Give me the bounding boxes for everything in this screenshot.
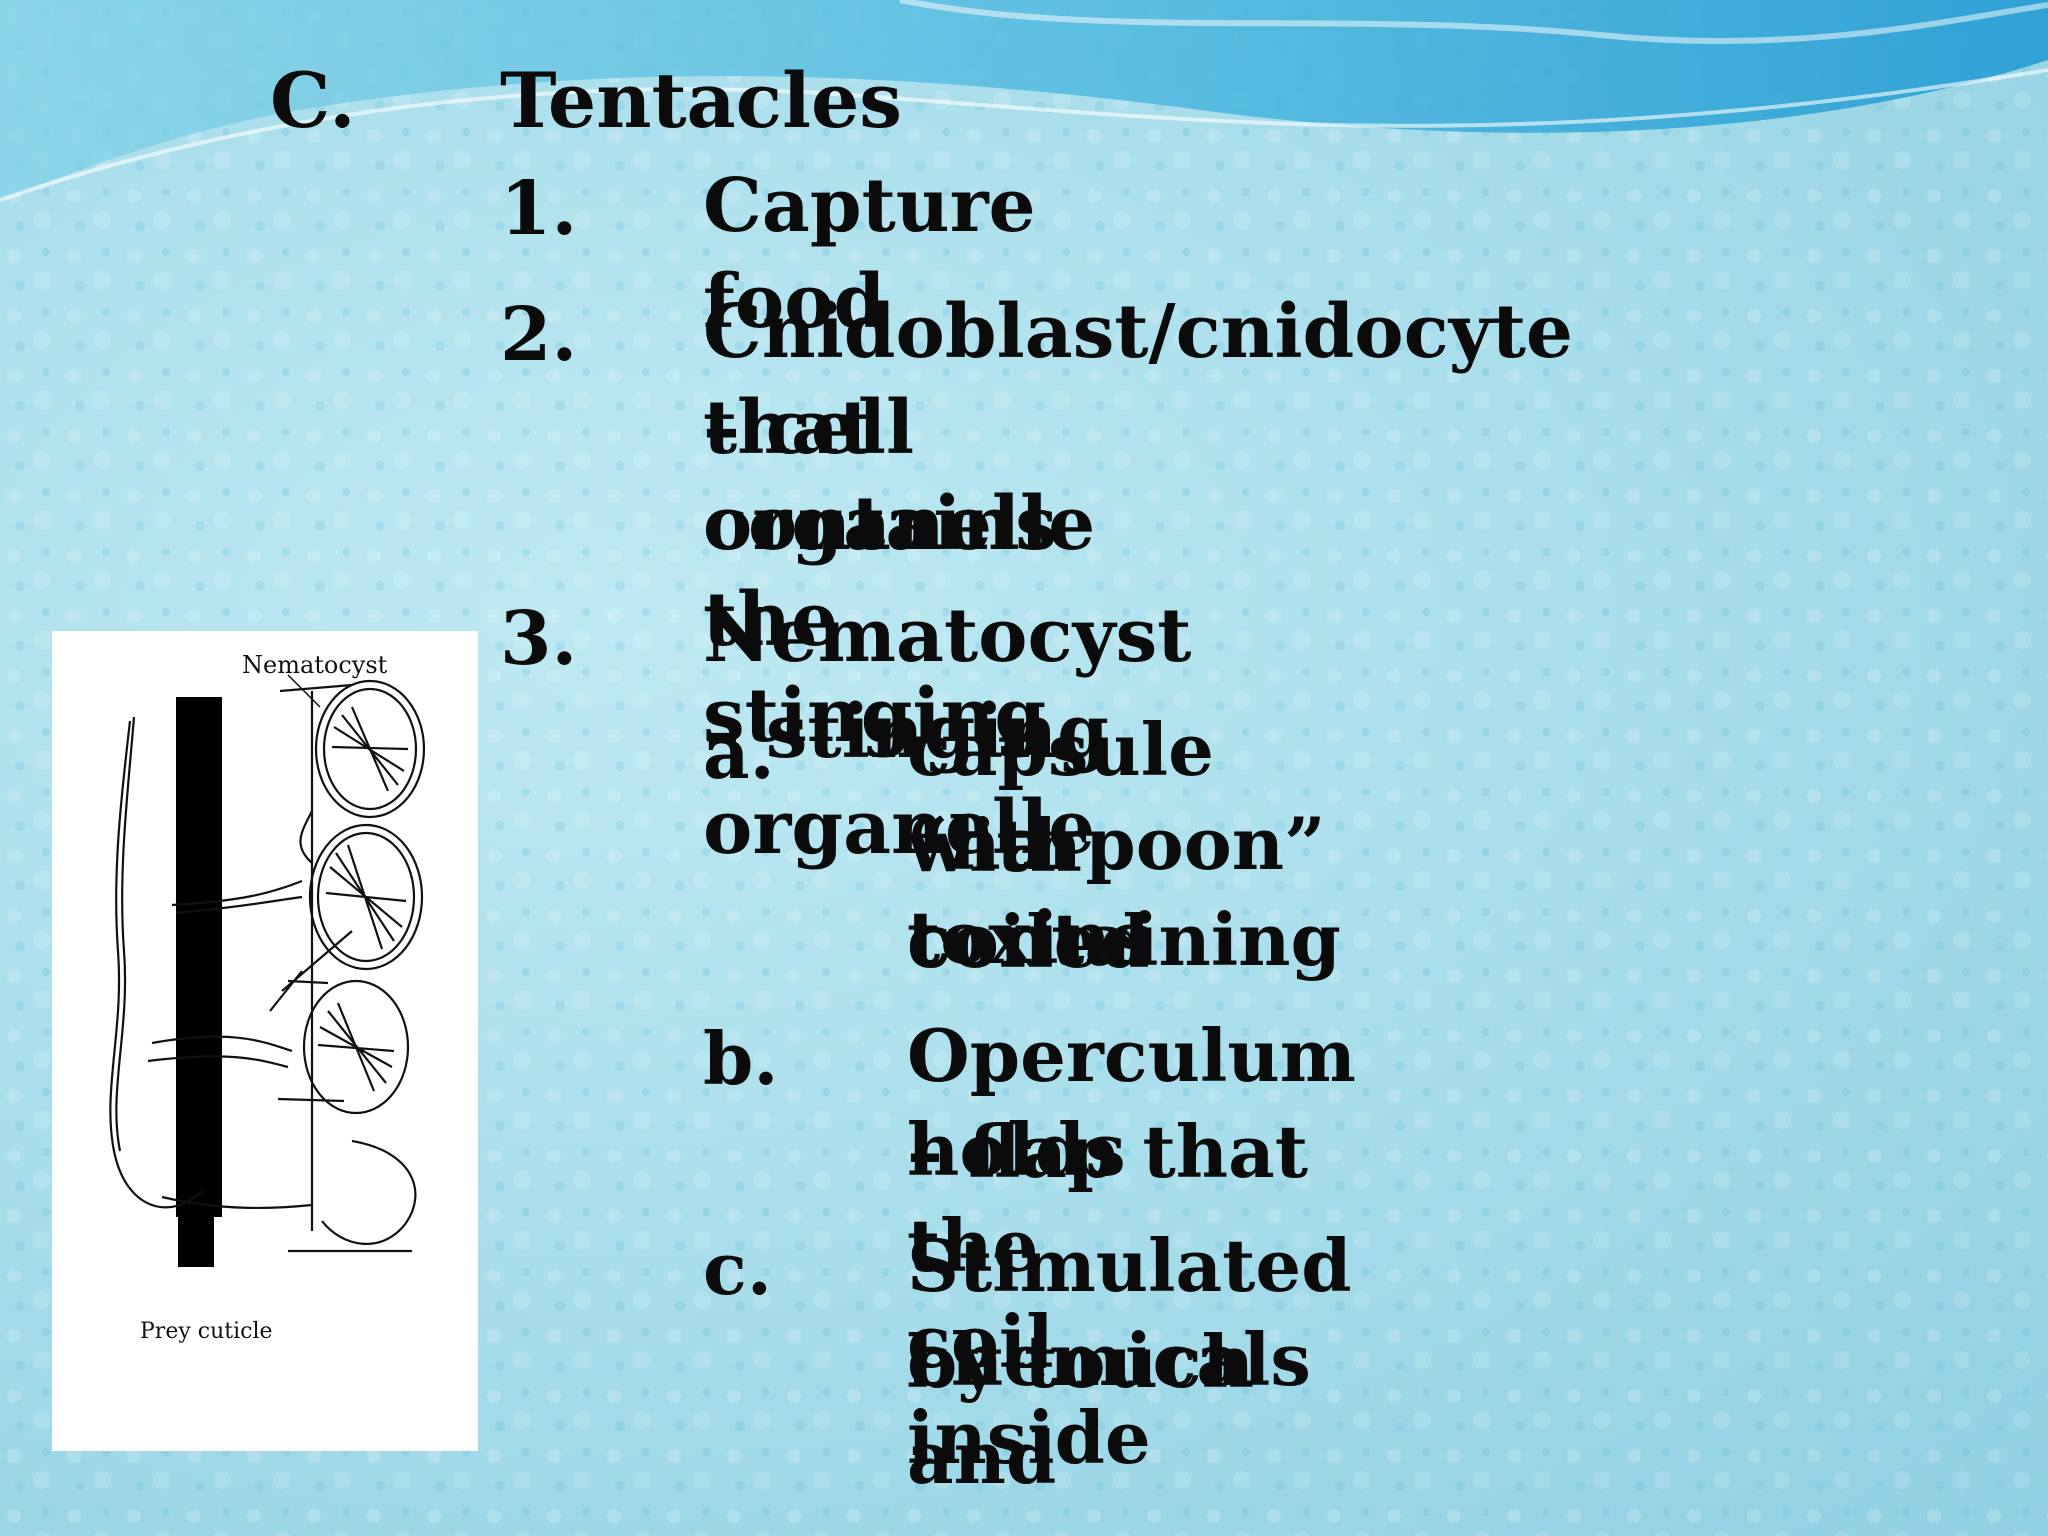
- subitem-text-line: holds the coil inside: [907, 1107, 1151, 1480]
- subitem-letter: b.: [703, 1016, 779, 1101]
- item-text-line: Nematocyst – stinging organelle: [703, 593, 1192, 871]
- subitem-text-line: chemicals: [907, 1317, 1311, 1402]
- section-title: Tentacles: [500, 56, 903, 145]
- item-text-line: Capture food: [703, 163, 1036, 345]
- item-number: 2.: [500, 292, 578, 378]
- subitem-text-line: Stimulated by touch and: [907, 1223, 1352, 1500]
- subitem-letter: a.: [703, 710, 775, 795]
- subitem-text-line: “harpoon” containing: [907, 801, 1341, 982]
- item-number: 3.: [500, 596, 578, 682]
- section-letter: C.: [270, 56, 356, 145]
- nematocyst-diagram: Nematocyst Prey cuticle: [52, 631, 478, 1451]
- subitem-text-line: capsule with coiled: [907, 707, 1214, 984]
- item-text-line: that contains the stinging: [703, 385, 1057, 759]
- diagram-label-nematocyst: Nematocyst: [242, 651, 388, 679]
- subitem-text-line: toxins: [907, 895, 1152, 980]
- item-text-line: Cnidoblast/cnidocyte – cell: [703, 289, 1573, 471]
- item-number: 1.: [500, 166, 578, 252]
- nematocyst-drawing: Nematocyst Prey cuticle: [109, 651, 426, 1344]
- subitem-text-line: Operculum – flap that: [907, 1013, 1356, 1194]
- diagram-label-prey-cuticle: Prey cuticle: [140, 1319, 273, 1344]
- subitem-letter: c.: [703, 1226, 772, 1311]
- item-text-line: organelle: [703, 481, 1096, 567]
